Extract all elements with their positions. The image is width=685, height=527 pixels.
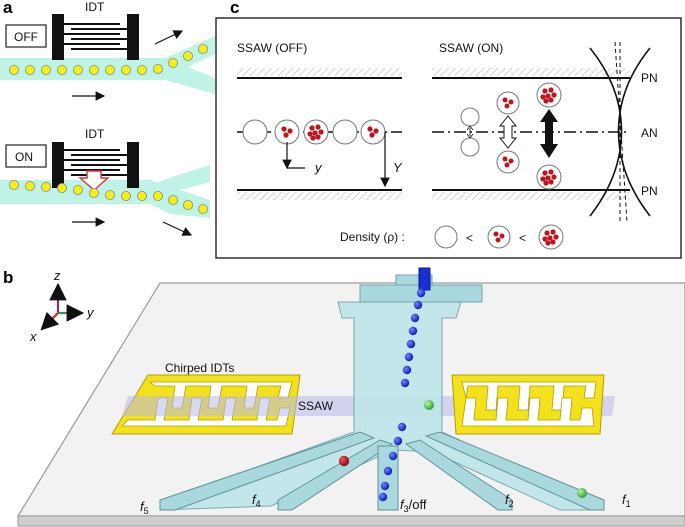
cell-low-on-bottom (496, 150, 520, 174)
idt-on-electrode (52, 142, 139, 188)
less-than-2: < (519, 231, 526, 245)
solid-double-arrow (540, 109, 558, 158)
ssaw-off-title: SSAW (OFF) (237, 41, 307, 55)
panel-a-off: OFF IDT (0, 0, 215, 101)
less-than-1: < (466, 231, 473, 245)
particles-off (8, 44, 208, 76)
cell-empty-off-2 (332, 119, 358, 145)
outlet-branches (159, 431, 605, 511)
flow-arrow-off-out (154, 30, 184, 45)
axis-triad: z y x (29, 268, 95, 344)
cell-empty-on-top (460, 107, 480, 127)
wall-bottom-hatch-off (237, 192, 402, 200)
channel-on (0, 180, 210, 218)
on-label: ON (15, 150, 33, 164)
off-box (5, 24, 47, 48)
y-small-label: y (314, 160, 323, 175)
green-bead-ssaw (424, 400, 434, 410)
on-box (5, 144, 47, 168)
pressure-wave-right (617, 47, 651, 217)
saw-down-arrow (78, 170, 110, 191)
panel-letter-b: b (3, 268, 13, 287)
panel-a-on: ON IDT (0, 127, 210, 236)
channel-off (0, 36, 215, 94)
idt-off-label: IDT (85, 0, 105, 14)
blue-beads (378, 288, 426, 502)
an-label: AN (641, 126, 658, 140)
outlet-f4: f4 (252, 492, 261, 509)
hollow-double-arrow (498, 115, 518, 149)
density-low-cell (487, 225, 511, 249)
cell-low-off-2 (360, 119, 386, 145)
idt-on-label: IDT (85, 127, 105, 141)
cell-low-off-1 (274, 119, 300, 145)
outlet-f3-off: f3/off (400, 497, 427, 514)
inlet-marker (418, 267, 431, 291)
particles-on (8, 179, 208, 214)
red-bead-f4 (338, 455, 350, 467)
outlet-f5: f5 (140, 499, 149, 516)
panel-b: z y x Chirped IDTs SSAW (16, 267, 685, 527)
density-high-cell (538, 224, 564, 250)
cell-low-on-top (496, 91, 520, 115)
wave-axis-diagonal (614, 41, 628, 223)
cell-high-off-1 (303, 119, 329, 145)
panel-letter-c: c (230, 0, 239, 17)
chirped-idts-label: Chirped IDTs (165, 361, 234, 375)
cell-empty-off-1 (242, 119, 268, 145)
ssaw-on-title: SSAW (ON) (439, 41, 503, 55)
cell-empty-on-bottom (460, 137, 480, 157)
z-axis-label: z (53, 268, 61, 283)
substrate-edge (17, 515, 685, 527)
y-big-label: Y (393, 160, 403, 175)
wall-top-hatch-on (432, 68, 630, 76)
idt-off-electrode (52, 14, 139, 60)
cell-high-on-top (536, 82, 562, 108)
channel-on-upper-branch (150, 165, 210, 190)
pressure-wave-left (589, 47, 623, 217)
outlet-f2: f2 (505, 492, 514, 509)
right-chirped-idt (451, 374, 605, 435)
density-empty-cell (434, 225, 458, 249)
panel-c: SSAW (OFF) SSAW (ON) (215, 17, 682, 259)
pn-top-label: PN (641, 71, 658, 85)
outlet-f1: f1 (622, 492, 631, 509)
wall-bottom-hatch-on (432, 192, 630, 200)
off-label: OFF (14, 30, 38, 44)
flow-arrow-on-out (162, 221, 193, 236)
ssaw-label: SSAW (298, 399, 334, 413)
density-label: Density (ρ) : (340, 230, 405, 244)
panel-letter-a: a (3, 0, 13, 17)
x-axis-label: x (29, 329, 37, 344)
cell-high-on-bottom (536, 164, 562, 190)
pn-bottom-label: PN (641, 184, 658, 198)
x-axis-arrow (40, 311, 60, 331)
green-bead-f1 (577, 488, 587, 498)
wall-top-hatch-off (237, 68, 402, 76)
y-axis-label: y (86, 305, 95, 320)
